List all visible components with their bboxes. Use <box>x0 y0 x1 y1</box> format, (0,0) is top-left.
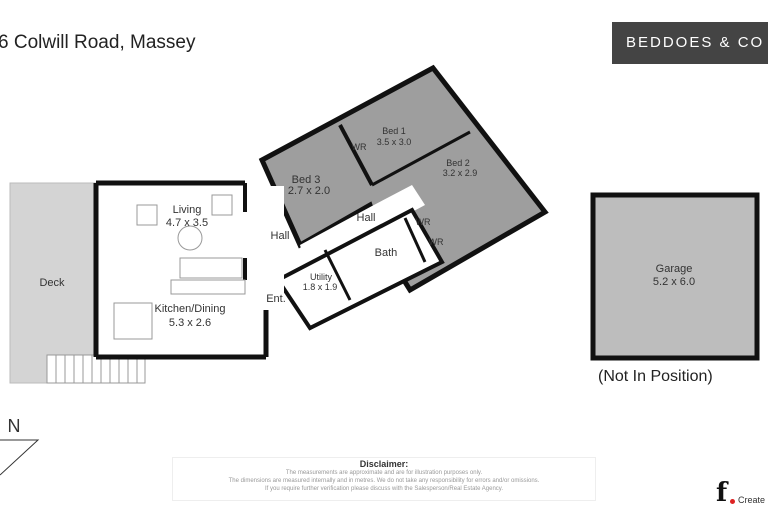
footer-logo-text: Create <box>738 495 766 505</box>
hall-label: Hall <box>357 212 376 224</box>
bed3-size: 2.7 x 2.0 <box>288 185 330 197</box>
garage-size: 5.2 x 6.0 <box>653 276 695 288</box>
disclaimer-box: Disclaimer: The measurements are approxi… <box>172 457 596 501</box>
utility-label: Utility <box>310 272 332 282</box>
deck <box>9 182 97 384</box>
interior-wall <box>403 217 427 263</box>
bath-label: Bath <box>375 247 398 259</box>
bed1-label: Bed 1 <box>382 126 406 136</box>
living-label: Living <box>173 204 202 216</box>
disclaimer-line: The dimensions are measured internally a… <box>228 478 540 484</box>
armchair <box>136 204 158 226</box>
bed2-size: 3.2 x 2.9 <box>443 168 478 178</box>
kitchen-size: 5.3 x 2.6 <box>169 317 211 329</box>
armchair <box>211 194 233 216</box>
interior-wall <box>371 130 471 187</box>
main-house-walls <box>93 180 269 360</box>
dining-table <box>113 302 153 340</box>
room-labels: Deck Living 4.7 x 3.5 Hall Hall Ent. Kit… <box>39 126 695 329</box>
wr-label: WR <box>429 237 444 247</box>
compass-label: N <box>8 416 21 436</box>
bed2-label: Bed 2 <box>446 158 470 168</box>
footer-logo-mark: f <box>716 478 728 508</box>
footer-logo-dot <box>730 499 735 504</box>
garage-position-note: (Not In Position) <box>598 368 713 385</box>
disclaimer-line: The measurements are approximate and are… <box>285 470 483 476</box>
entry-label: Ent. <box>266 293 286 305</box>
hall-label: Hall <box>271 230 290 242</box>
property-address: 6 Colwill Road, Massey <box>0 32 196 53</box>
main-hall-floor <box>244 186 284 316</box>
wr-label: WR <box>416 217 431 227</box>
bath-utility-block <box>275 207 445 331</box>
coffee-table <box>177 225 203 251</box>
kitchen-bench <box>170 279 246 295</box>
garage-label: Garage <box>656 263 693 275</box>
interior-wall <box>323 249 352 301</box>
kitchen-label: Kitchen/Dining <box>155 303 226 315</box>
bed3-label: Bed 3 <box>292 174 321 186</box>
wing-hall <box>300 185 425 262</box>
interior-wall <box>338 124 374 186</box>
garage <box>590 192 760 361</box>
disclaimer-title: Disclaimer: <box>359 459 409 469</box>
sofa <box>179 257 243 279</box>
deck-label: Deck <box>39 277 65 289</box>
utility-size: 1.8 x 1.9 <box>303 282 338 292</box>
bed1-size: 3.5 x 3.0 <box>377 137 412 147</box>
deck-stairs <box>46 354 146 384</box>
wr-label: WR <box>352 142 367 152</box>
living-size: 4.7 x 3.5 <box>166 217 208 229</box>
brand-logo: BEDDOES & CO <box>612 22 768 64</box>
disclaimer-line: If you require further verification plea… <box>264 486 503 492</box>
north-arrow-icon <box>0 439 40 476</box>
